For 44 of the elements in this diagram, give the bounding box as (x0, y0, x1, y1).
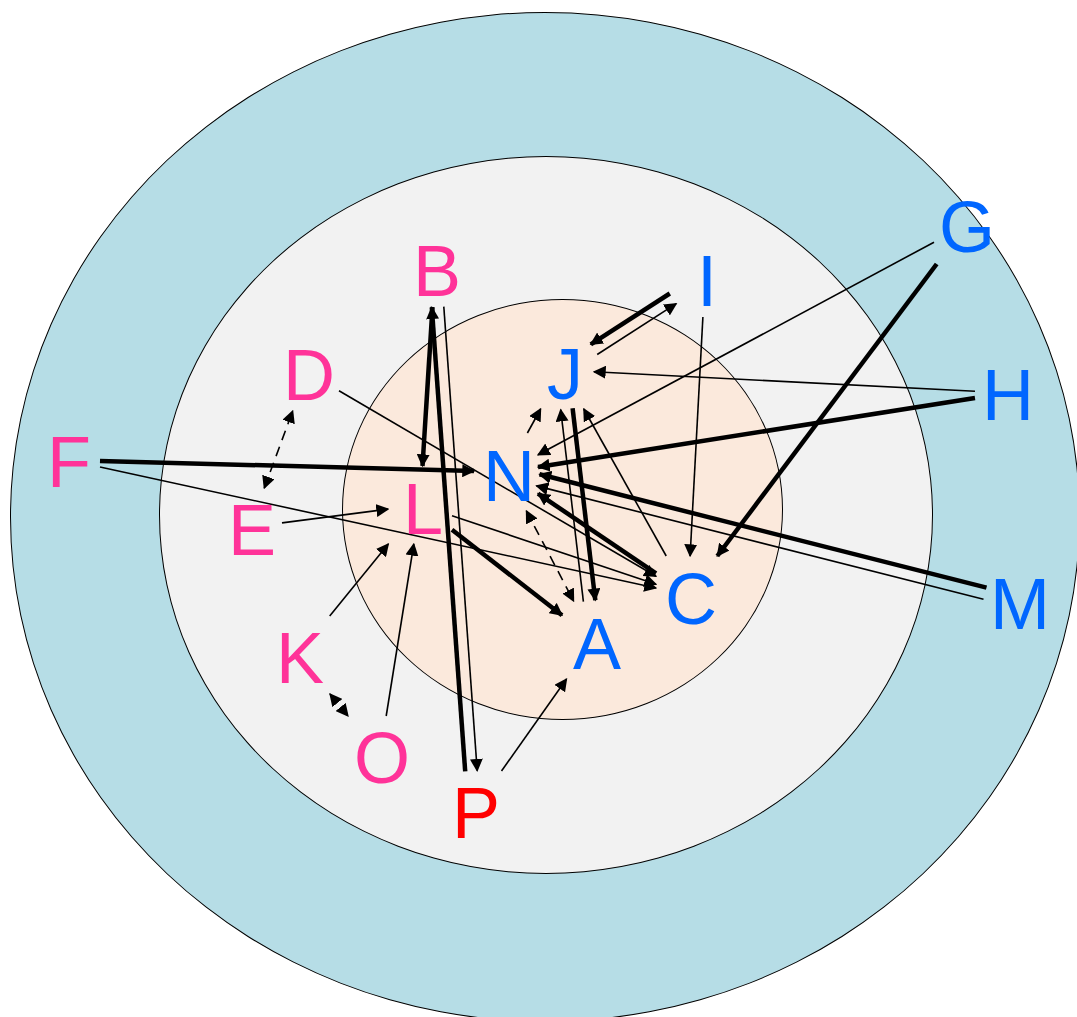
node-label: D (281, 339, 337, 409)
node-label: I (679, 245, 735, 315)
arrow (536, 491, 658, 576)
node-label: M (990, 568, 1050, 638)
arrow (592, 365, 976, 393)
node-label: H (980, 359, 1036, 429)
node-label: F (41, 426, 97, 496)
arrow (535, 482, 985, 600)
arrow (589, 291, 671, 347)
arrow (536, 395, 976, 472)
arrow (570, 408, 601, 602)
arrow (262, 409, 295, 490)
arrow (416, 306, 435, 468)
node-label: P (448, 777, 504, 847)
arrow (715, 262, 939, 558)
node-label: A (569, 608, 625, 678)
arrow (443, 305, 483, 772)
arrow (684, 316, 704, 558)
node-label: C (663, 563, 719, 633)
arrow (536, 241, 935, 456)
arrow (525, 509, 575, 603)
arrow (526, 407, 542, 434)
arrow (385, 542, 419, 717)
arrow (450, 528, 564, 617)
arrow (328, 543, 390, 617)
node-label: L (395, 473, 451, 543)
node-label: J (537, 338, 593, 408)
node-label: O (354, 722, 410, 792)
arrow (451, 514, 658, 587)
arrow (281, 504, 390, 524)
arrow (329, 693, 349, 717)
arrow (538, 470, 988, 590)
arrow (500, 677, 568, 772)
arrow (596, 302, 678, 356)
node-label: B (409, 235, 465, 305)
arrow (99, 466, 658, 592)
node-label: K (272, 622, 328, 692)
arrow (583, 407, 667, 557)
arrow (338, 389, 658, 578)
arrow (99, 458, 476, 478)
arrow (555, 408, 585, 603)
node-label: E (224, 494, 280, 564)
node-label: G (939, 191, 995, 261)
arrow (426, 306, 468, 772)
